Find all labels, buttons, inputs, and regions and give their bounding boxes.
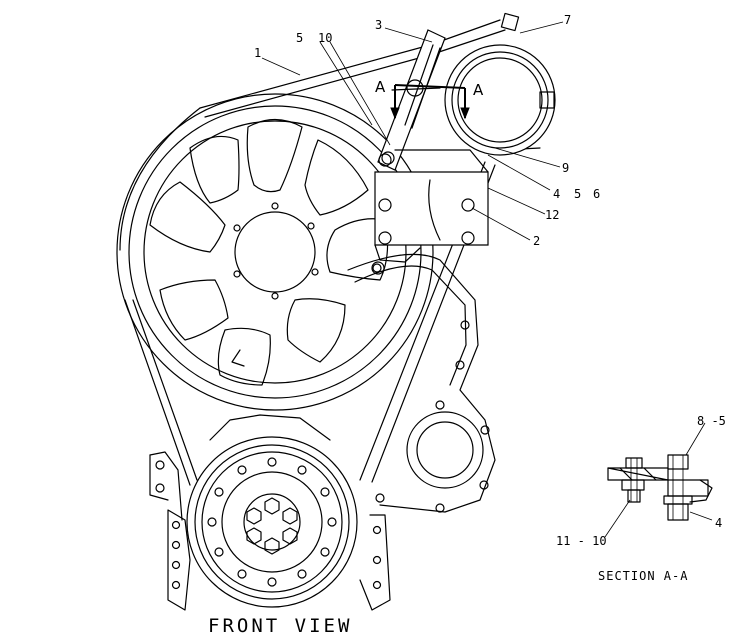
callout-4: 4 [553,187,560,201]
callout-5: 5 [296,31,303,45]
callout-2: 2 [533,234,540,248]
callout-leaders [261,21,564,241]
callout-12: 12 [545,208,559,222]
timing-cover [149,253,496,521]
section-callout-11-10: 11 - 10 [556,534,607,548]
callout-6: 6 [593,187,600,201]
callout-3: 3 [375,18,382,32]
section-cut-line [390,84,470,120]
section-aa-detail [604,422,713,538]
crankshaft-damper [186,436,358,608]
section-arrow-label-left: A [375,78,386,96]
fan-pulley [116,93,434,411]
section-callout-8-5: 8 -5 [697,414,726,428]
section-title: SECTION A-A [598,569,688,583]
callout-9: 9 [562,161,569,175]
mounting-bracket [371,149,489,275]
callout-5b: 5 [574,187,581,201]
callout-10: 10 [318,31,332,45]
section-arrow-label-right: A [473,81,484,99]
engine-block-sides [149,454,391,611]
callout-1: 1 [254,46,261,60]
alternator-pulley [444,12,556,156]
adjusting-bracket [377,29,446,171]
callout-7: 7 [564,13,571,27]
view-title: FRONT VIEW [208,615,352,637]
section-callout-4: 4 [715,516,722,530]
